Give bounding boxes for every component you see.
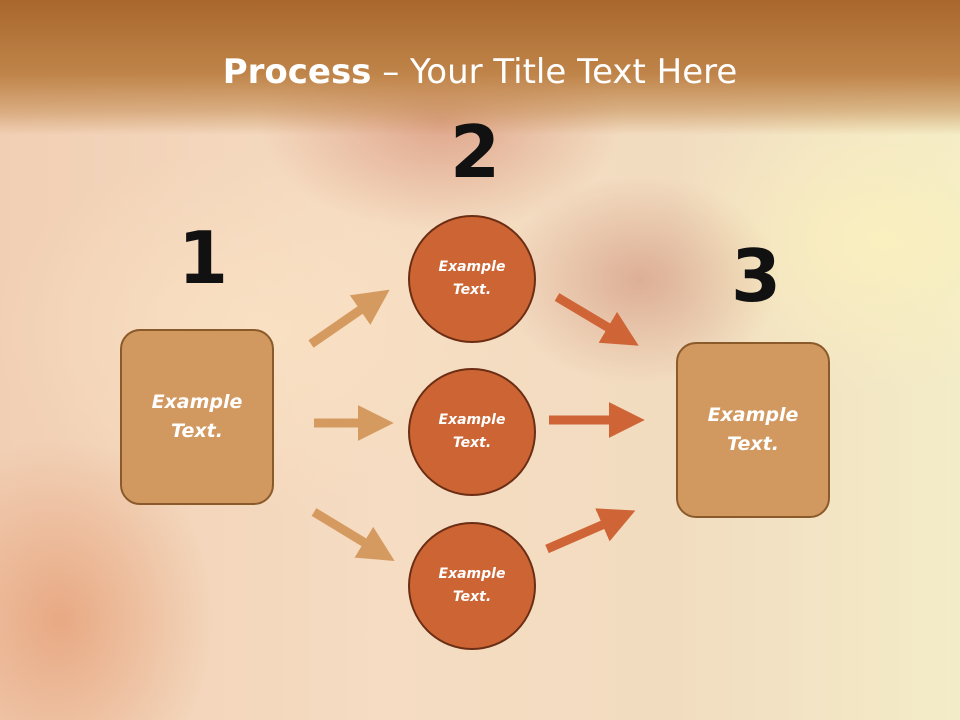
title-banner [0, 0, 960, 135]
title-rest: – Your Title Text Here [371, 52, 738, 92]
step2-circle-bottom-text: Example Text. [438, 566, 506, 605]
slide-title: Process – Your Title Text Here [0, 52, 960, 92]
step1-text: Example Text. [151, 391, 243, 442]
step-number-2: 2 [450, 110, 501, 194]
step3-box: Example Text. [676, 342, 830, 518]
step2-circle-top-text: Example Text. [438, 259, 506, 298]
title-bold: Process [222, 52, 372, 92]
step2-circle-middle-text: Example Text. [438, 412, 506, 451]
step1-box: Example Text. [120, 329, 274, 505]
arrow-1-to-top [308, 289, 390, 348]
arrow-bottom-to-3 [545, 508, 636, 554]
step2-circle-bottom: Example Text. [408, 522, 536, 650]
arrow-top-to-3 [554, 293, 639, 346]
step-number-3: 3 [731, 234, 782, 318]
arrow-1-to-bottom [311, 508, 395, 561]
step2-circle-top: Example Text. [408, 215, 536, 343]
step-number-1: 1 [178, 216, 229, 300]
step3-text: Example Text. [707, 404, 799, 455]
step2-circle-middle: Example Text. [408, 368, 536, 496]
